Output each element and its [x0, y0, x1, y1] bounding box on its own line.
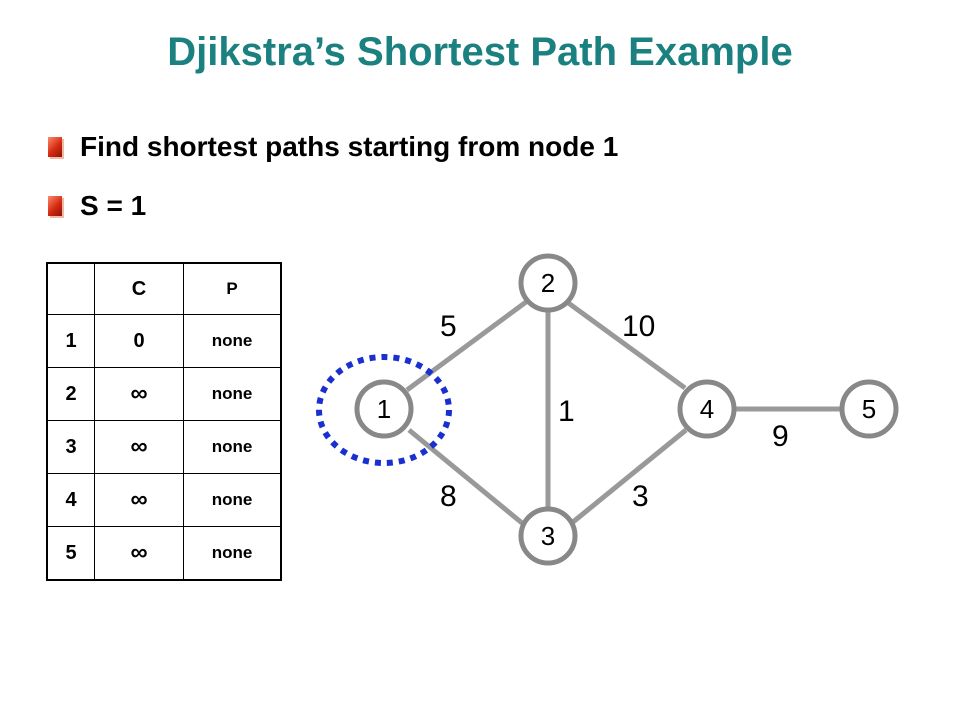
cell-node: 1 [46, 314, 95, 368]
edge-weight-label: 9 [772, 420, 789, 453]
edge-2-4 [565, 299, 687, 391]
header-predecessor: P [183, 262, 282, 315]
cell-predecessor: none [183, 420, 282, 474]
cell-cost: ∞ [94, 526, 184, 581]
graph-node: 4 [677, 379, 737, 439]
table-row: 2 ∞ none [46, 367, 282, 421]
table-row: 3 ∞ none [46, 420, 282, 474]
edge-1-2 [405, 299, 528, 393]
cell-cost: 0 [94, 314, 184, 368]
bullet-text: Find shortest paths starting from node 1 [80, 131, 619, 162]
slide-title: Djikstra’s Shortest Path Example [167, 30, 793, 74]
cell-predecessor: none [183, 367, 282, 421]
source-node-highlight [316, 354, 452, 466]
edge-weight-label: 10 [622, 310, 655, 343]
graph-node: 3 [518, 506, 578, 566]
bullet-source: S = 1 [48, 190, 146, 222]
node-label: 3 [541, 521, 555, 551]
graph-node: 2 [518, 253, 578, 313]
node-label: 2 [541, 268, 555, 298]
edge-weight-label: 8 [440, 480, 457, 513]
node-label: 5 [862, 394, 876, 424]
header-cost: C [94, 262, 184, 315]
cell-node: 4 [46, 473, 95, 527]
table-row: 4 ∞ none [46, 473, 282, 527]
header-node [46, 262, 95, 315]
table-header-row: C P [46, 262, 282, 315]
cell-cost: ∞ [94, 473, 184, 527]
bullet-text: S = 1 [80, 190, 147, 221]
cell-predecessor: none [183, 526, 282, 581]
graph-node: 5 [839, 379, 899, 439]
cell-node: 5 [46, 526, 95, 581]
graph-edges [405, 299, 840, 525]
edge-1-3 [407, 428, 524, 525]
node-label: 4 [700, 394, 714, 424]
edge-weight-label: 3 [632, 480, 649, 513]
table-row: 5 ∞ none [46, 526, 282, 581]
node-label: 1 [377, 394, 391, 424]
edge-weight-label: 1 [558, 395, 575, 428]
bullet-square-icon [48, 196, 62, 216]
graph-node: 1 [354, 379, 414, 439]
bullet-square-icon [48, 137, 62, 157]
edge-3-4 [571, 428, 688, 524]
cell-cost: ∞ [94, 420, 184, 474]
cost-table: C P 1 0 none 2 ∞ none 3 ∞ none 4 ∞ none … [46, 262, 282, 581]
cell-predecessor: none [183, 473, 282, 527]
bullet-find-paths: Find shortest paths starting from node 1 [48, 131, 618, 163]
edge-weight-label: 5 [440, 310, 457, 343]
